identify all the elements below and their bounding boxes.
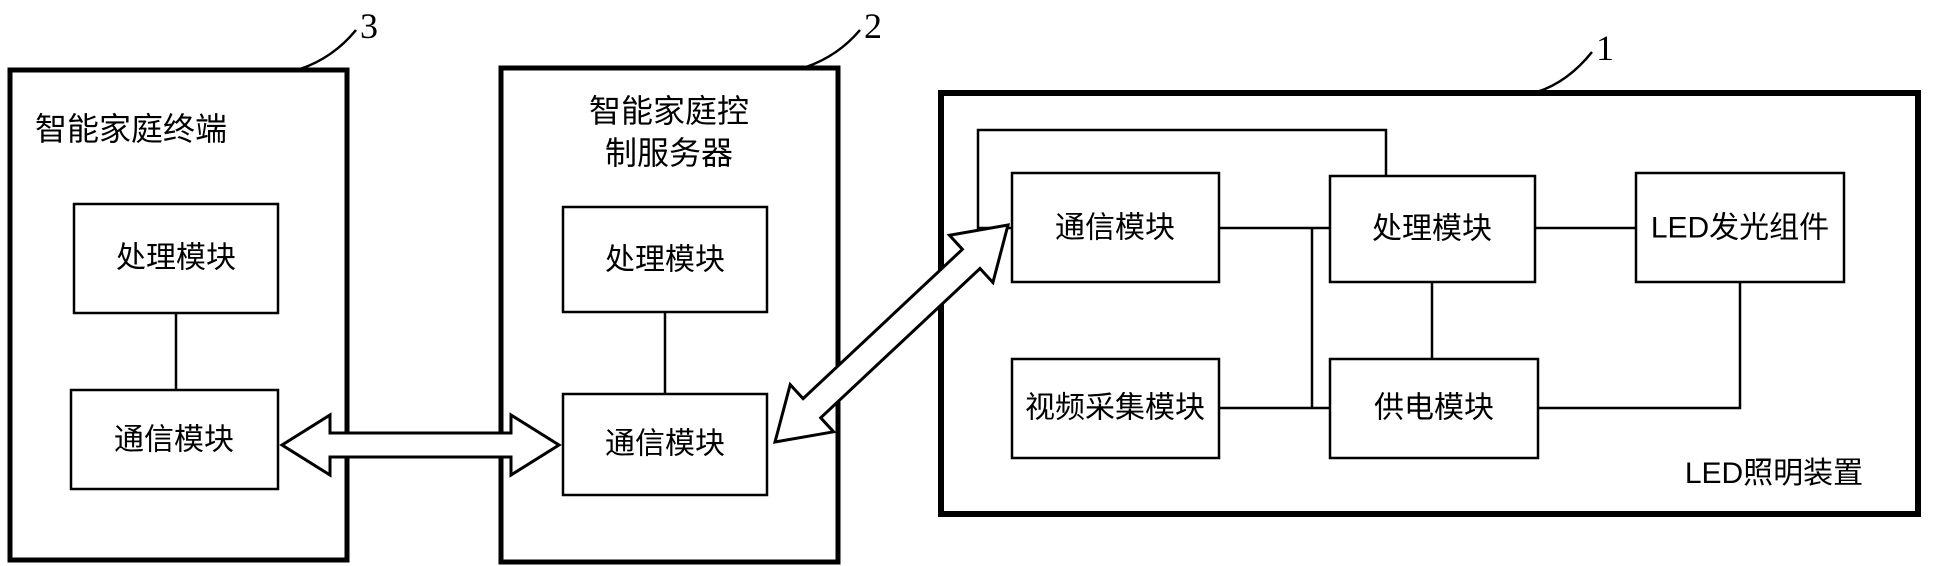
terminal-server-arrow: [279, 412, 562, 478]
led-communication-module-box: [1010, 171, 1221, 284]
power-module-box: [1328, 357, 1540, 460]
terminal-processing-module-box: [72, 202, 280, 315]
terminal-title: 智能家庭终端: [35, 111, 227, 147]
led-device-group: 通信模块 处理模块 LED发光组件 视频采集模块 供电模块 LED照明装置: [938, 90, 1921, 517]
power-led-component-wire: [1538, 282, 1742, 410]
server-communication-module-label: 通信模块: [605, 428, 725, 461]
led-processing-module-label: 处理模块: [1372, 213, 1492, 246]
video-capture-module-label: 视频采集模块: [1025, 392, 1205, 425]
server-group: 智能家庭控 制服务器 处理模块 通信模块: [498, 65, 841, 565]
led-device-label: LED照明装置: [1685, 457, 1863, 490]
led-component-module-box: [1634, 171, 1846, 284]
terminal-group: 智能家庭终端 处理模块 通信模块: [7, 67, 350, 563]
terminal-communication-module-box: [69, 388, 280, 491]
ref-tick-3: [299, 29, 357, 71]
led-communication-module-label: 通信模块: [1055, 212, 1175, 245]
ref-tick-2: [805, 29, 861, 69]
power-module-label: 供电模块: [1374, 392, 1494, 425]
ref-tick-1: [1536, 51, 1593, 94]
led-processing-module-box: [1328, 174, 1537, 284]
terminal-communication-module-label: 通信模块: [114, 424, 234, 457]
led-component-module-label: LED发光组件: [1651, 212, 1829, 245]
video-capture-module-box: [1010, 357, 1221, 460]
ref-number-2: 2: [864, 6, 882, 46]
terminal-processing-module-label: 处理模块: [116, 242, 236, 275]
server-title-line1: 智能家庭控: [589, 93, 749, 129]
server-communication-module-box: [561, 392, 769, 497]
server-led-arrow: [772, 223, 1011, 444]
server-processing-module-box: [561, 205, 769, 314]
server-processing-module-label: 处理模块: [605, 244, 725, 277]
server-title-line2: 制服务器: [605, 135, 733, 171]
ref-number-1: 1: [1596, 28, 1614, 68]
ref-number-3: 3: [360, 6, 378, 46]
